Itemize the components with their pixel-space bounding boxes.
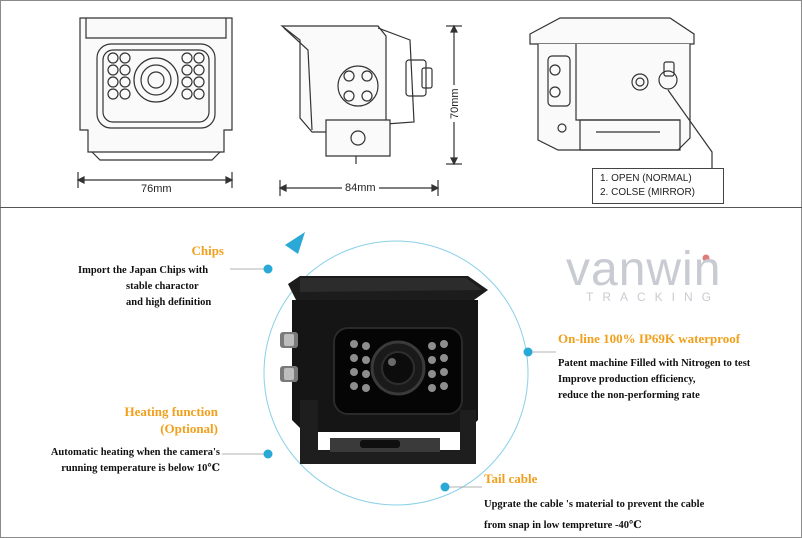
brand-tagline: TRACKING bbox=[586, 290, 721, 304]
tail-cable-dot bbox=[440, 482, 450, 492]
drawings-svg bbox=[76, 17, 713, 196]
front-width-label: 76mm bbox=[138, 183, 175, 195]
tail-cable-description: Upgrate the cable 's material to prevent… bbox=[484, 494, 784, 536]
heating-title-optional: (Optional) bbox=[160, 421, 218, 436]
heating-title: Heating function bbox=[124, 404, 218, 419]
tail-cable-line-2: from snap in low tempreture -40℃ bbox=[484, 520, 642, 531]
heating-line-1: Automatic heating when the camera's bbox=[50, 447, 220, 458]
heating-description: Automatic heating when the camera's runn… bbox=[20, 445, 220, 477]
chips-line-2: stable charactor bbox=[126, 281, 199, 292]
side-height-label: 70mm bbox=[449, 85, 461, 122]
front-view-drawing bbox=[79, 17, 233, 161]
side-view-drawing bbox=[280, 25, 433, 164]
tail-cable-line-1: Upgrate the cable 's material to prevent… bbox=[484, 499, 705, 510]
technical-drawings: 76mm 84mm 70mm 1. OPEN (NORMAL) 2. COLSE… bbox=[0, 0, 802, 207]
waterproof-line-1: Patent machine Filled with Nitrogen to t… bbox=[558, 358, 751, 369]
waterproof-dot bbox=[523, 347, 533, 357]
chips-dot bbox=[263, 264, 273, 274]
mirror-option-1: 1. OPEN (NORMAL) bbox=[600, 173, 692, 184]
mirror-switch-callout: 1. OPEN (NORMAL) 2. COLSE (MIRROR) bbox=[592, 168, 724, 204]
side-width-label: 84mm bbox=[342, 182, 379, 194]
mirror-option-2: 2. COLSE (MIRROR) bbox=[600, 187, 696, 198]
section-divider bbox=[0, 207, 802, 208]
tail-cable-title: Tail cable bbox=[484, 471, 538, 486]
orbit-circle bbox=[263, 240, 529, 506]
chips-line-1: Import the Japan Chips with bbox=[78, 265, 209, 276]
camera-image bbox=[280, 276, 488, 464]
brand-logo: vanwin bbox=[566, 243, 722, 296]
heating-dot bbox=[263, 449, 273, 459]
feature-illustration bbox=[222, 232, 710, 506]
waterproof-description: Patent machine Filled with Nitrogen to t… bbox=[558, 356, 798, 404]
chips-line-3: and high definition bbox=[126, 297, 212, 308]
chips-title: Chips bbox=[191, 243, 224, 258]
waterproof-title: On-line 100% IP69K waterproof bbox=[558, 331, 741, 346]
waterproof-line-2: Improve production efficiency, bbox=[558, 374, 696, 385]
waterproof-line-3: reduce the non-performing rate bbox=[558, 390, 700, 401]
heating-line-2: running temperature is below 10℃ bbox=[61, 463, 220, 474]
logo-dot bbox=[702, 254, 710, 262]
callout-leader bbox=[667, 89, 713, 168]
rear-view-drawing bbox=[529, 17, 695, 151]
orbit-arrow-icon bbox=[285, 232, 305, 254]
chips-description: Import the Japan Chips with stable chara… bbox=[78, 263, 278, 311]
